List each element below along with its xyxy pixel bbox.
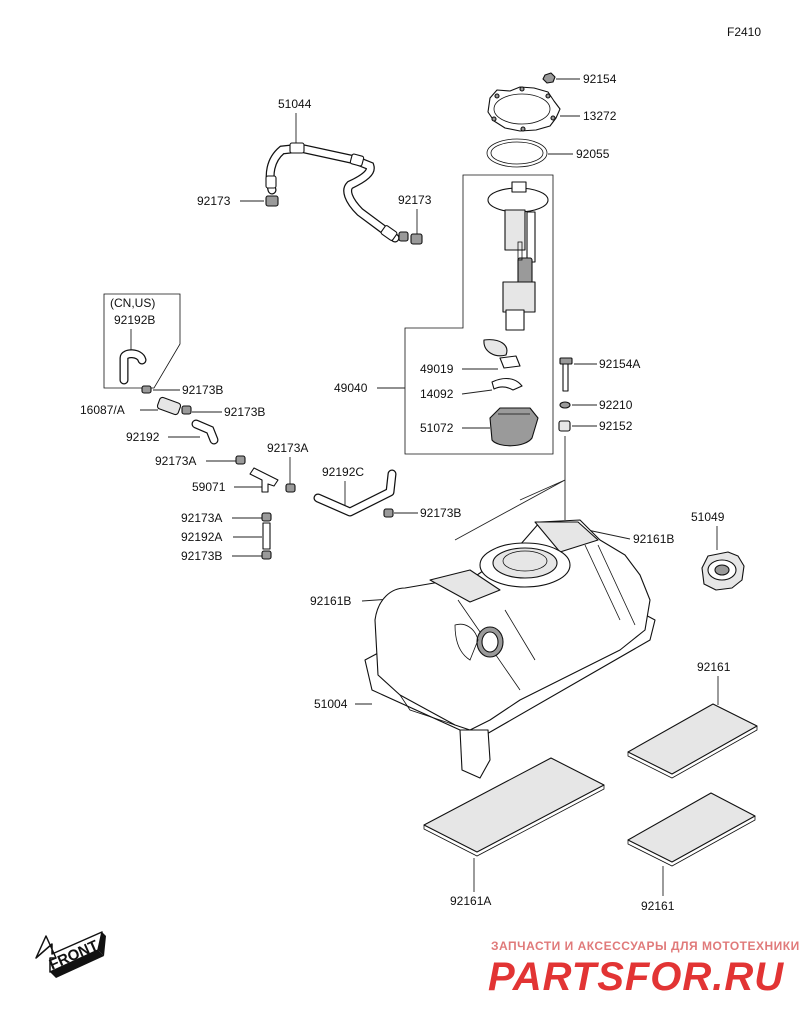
label-filter[interactable]: 51072 <box>420 421 454 435</box>
label-clamp-right[interactable]: 92173 <box>398 193 432 207</box>
label-bolt[interactable]: 92154A <box>599 357 640 371</box>
leader-pump-part-b <box>461 389 493 395</box>
label-nut-top[interactable]: 92154 <box>583 72 617 86</box>
hose-92192c-part <box>313 469 397 517</box>
clamp-92173a-2-part <box>285 483 296 493</box>
label-clamp-92173a-2[interactable]: 92173A <box>267 441 308 455</box>
hose-92192-part <box>191 419 219 445</box>
pump-part-a-shape <box>483 339 521 369</box>
clamp-right-part <box>398 231 423 245</box>
pump-part-b-shape <box>491 377 523 391</box>
label-grommet[interactable]: 92152 <box>599 419 633 433</box>
label-washer[interactable]: 92210 <box>599 398 633 412</box>
front-arrow-icon <box>35 931 106 978</box>
label-hose-assembly[interactable]: 51044 <box>278 97 312 111</box>
hose-92192b-part <box>119 349 147 385</box>
gasket-plate-part <box>487 86 561 132</box>
label-o-ring[interactable]: 92055 <box>576 147 610 161</box>
label-clamp-92173b-2[interactable]: 92173B <box>224 405 265 419</box>
region-box <box>103 293 181 389</box>
label-pad-92161-bottom[interactable]: 92161 <box>641 899 675 913</box>
cap-part <box>701 551 745 591</box>
label-pump-part-a[interactable]: 49019 <box>420 362 454 376</box>
label-hose-92192b[interactable]: 92192B <box>114 313 155 327</box>
label-pump-assembly[interactable]: 49040 <box>334 381 368 395</box>
stacked-hose-part <box>261 512 272 560</box>
label-cap[interactable]: 51049 <box>691 510 725 524</box>
grommet-part <box>558 420 571 432</box>
pad-92161-bottom-part <box>627 792 756 867</box>
label-clamp-92173a-3[interactable]: 92173A <box>181 511 222 525</box>
label-fitting[interactable]: 59071 <box>192 480 226 494</box>
label-clamp-92173b-1[interactable]: 92173B <box>182 383 223 397</box>
label-tank[interactable]: 51004 <box>314 697 348 711</box>
clamp-92173b-3-part <box>383 508 394 518</box>
clamp-92173b-1-part <box>141 385 152 394</box>
leader-group-top <box>454 479 566 541</box>
label-gasket-plate[interactable]: 13272 <box>583 109 617 123</box>
label-pad-92161-top[interactable]: 92161 <box>697 660 731 674</box>
o-ring-part <box>486 138 548 168</box>
filter-part <box>489 407 539 447</box>
washer-part <box>559 401 571 409</box>
label-hose-92192a[interactable]: 92192A <box>181 530 222 544</box>
watermark-tagline: ЗАПЧАСТИ И АКСЕССУАРЫ ДЛЯ МОТОТЕХНИКИ <box>491 939 800 953</box>
clamp-left-part <box>265 195 279 207</box>
label-clamp-92173b-3[interactable]: 92173B <box>420 506 461 520</box>
label-hose-92192c[interactable]: 92192C <box>322 465 364 479</box>
label-valve[interactable]: 16087/A <box>80 403 125 417</box>
label-pump-part-b[interactable]: 14092 <box>420 387 454 401</box>
label-hose-92192[interactable]: 92192 <box>126 430 160 444</box>
fitting-part <box>249 467 279 493</box>
label-region-note: (CN,US) <box>110 296 155 310</box>
label-pad-92161a[interactable]: 92161A <box>450 894 491 908</box>
bolt-part <box>559 357 573 392</box>
nut-part <box>542 72 556 84</box>
pump-assembly-frame <box>404 174 554 455</box>
label-clamp-left[interactable]: 92173 <box>197 194 231 208</box>
label-clamp-92173b-4[interactable]: 92173B <box>181 549 222 563</box>
pad-92161a-part <box>423 757 605 857</box>
figure-code: F2410 <box>727 25 761 39</box>
watermark-brand: PARTSFOR.RU <box>488 955 784 999</box>
label-pad-tank-left[interactable]: 92161B <box>310 594 351 608</box>
fuel-tank-part <box>364 519 656 779</box>
clamp-92173a-1-part <box>235 455 246 465</box>
pad-92161-top-part <box>627 703 758 779</box>
label-pad-tank-right[interactable]: 92161B <box>633 532 674 546</box>
fuel-pump-part <box>487 181 549 331</box>
hose-51044-part <box>265 142 400 243</box>
valve-part <box>156 396 192 416</box>
label-clamp-92173a-1[interactable]: 92173A <box>155 454 196 468</box>
